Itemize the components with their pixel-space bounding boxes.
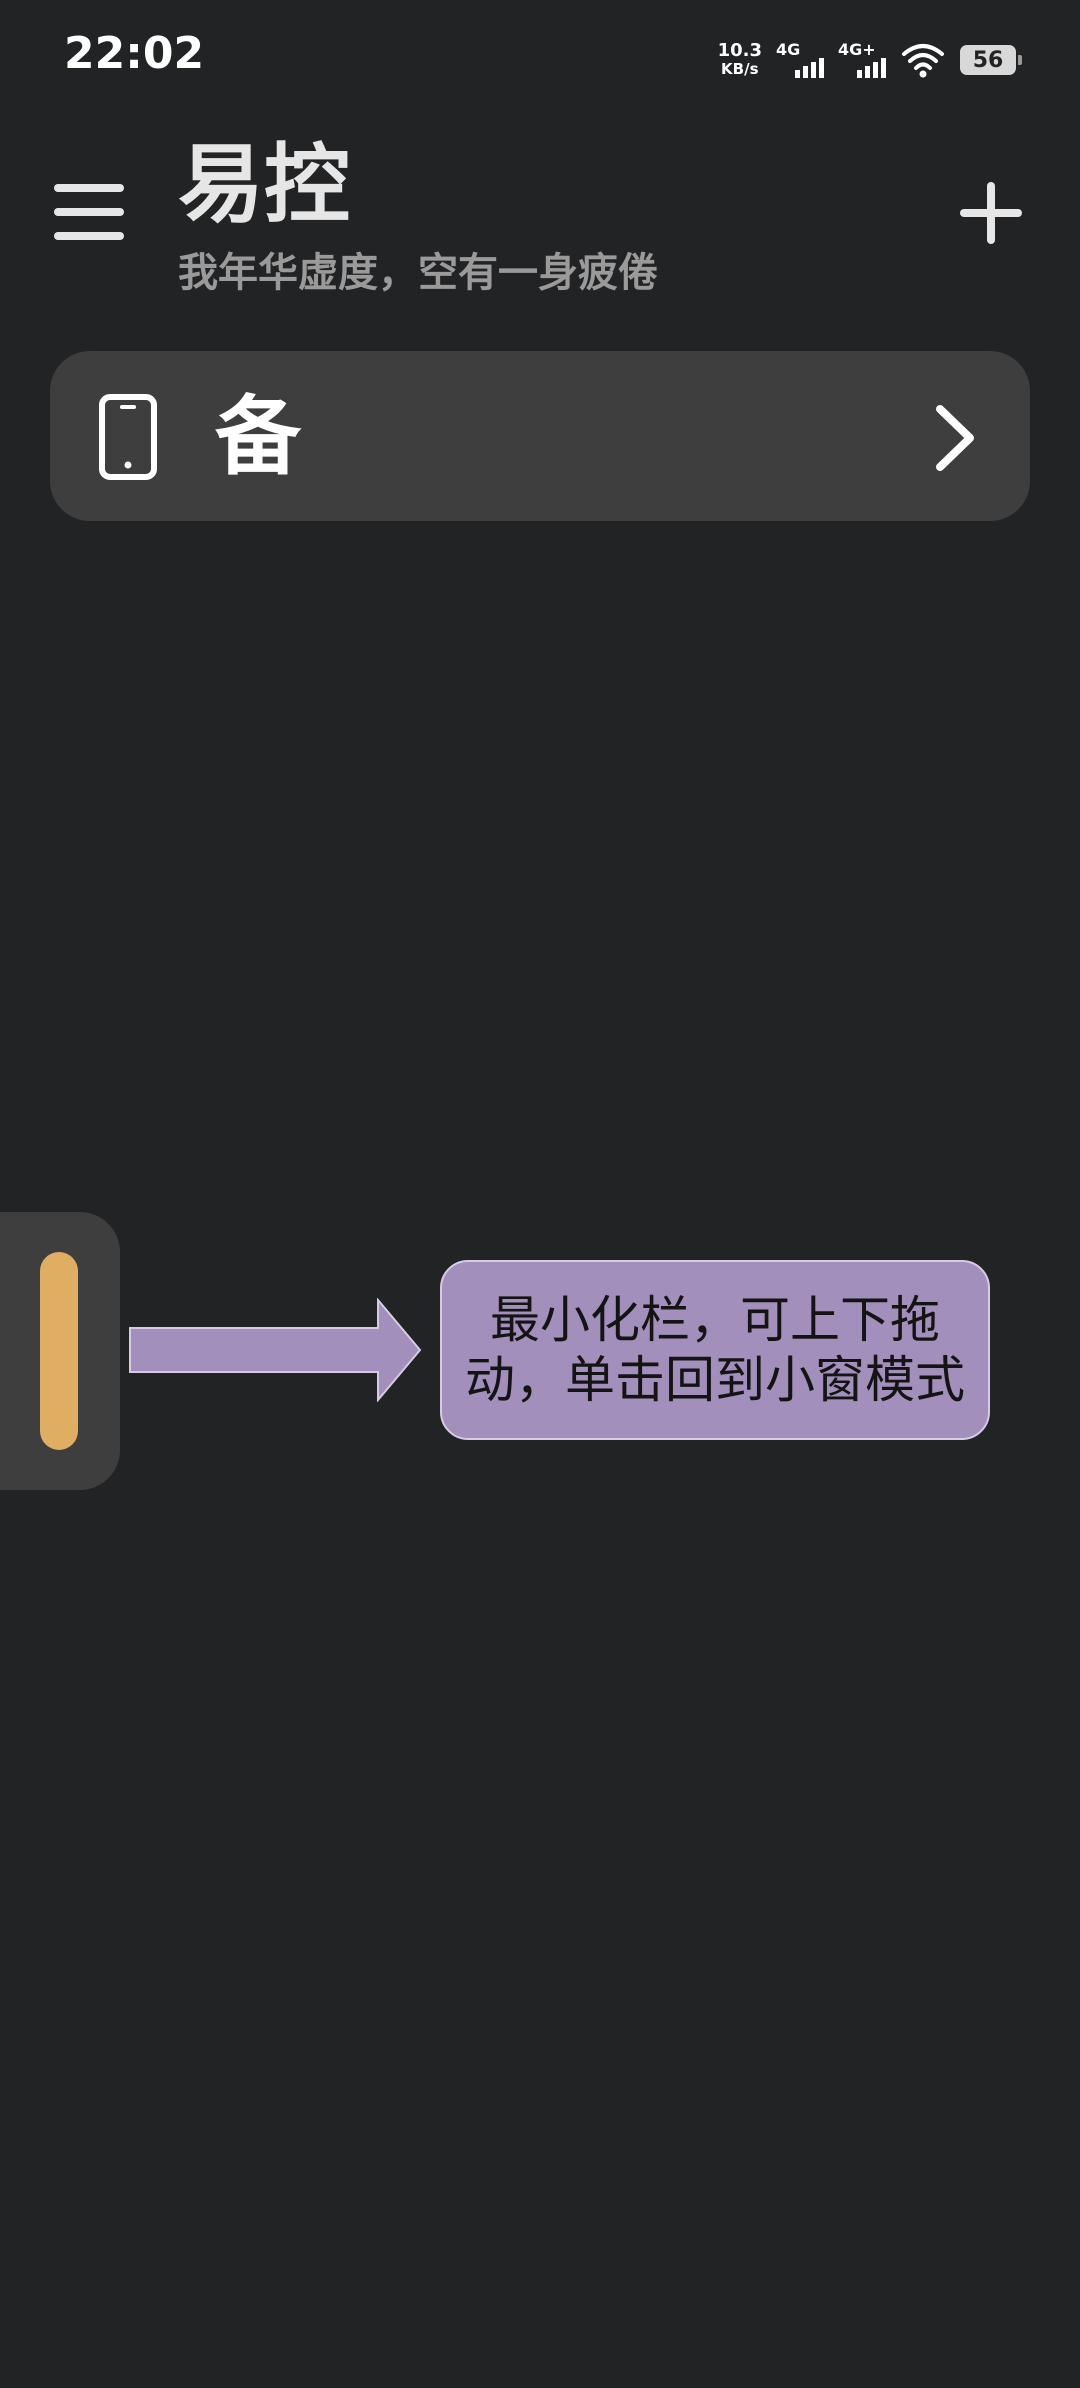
network-speed: 10.3 KB/s: [717, 40, 762, 79]
device-list-item[interactable]: 备: [50, 351, 1030, 521]
status-indicators: 10.3 KB/s 4G 4G+ 56: [717, 36, 1022, 84]
annotation-text: 最小化栏，可上下拖动，单击回到小窗模式: [465, 1292, 965, 1408]
annotation-callout: 最小化栏，可上下拖动，单击回到小窗模式: [440, 1260, 990, 1440]
battery-icon: 56: [960, 45, 1022, 75]
sim1-signal-icon: 4G: [776, 40, 824, 80]
network-speed-value: 10.3: [717, 40, 762, 61]
plus-icon[interactable]: [956, 178, 1026, 248]
status-bar: 22:02 10.3 KB/s 4G 4G+ 56: [0, 0, 1080, 120]
sim2-network-type: 4G+: [838, 40, 876, 59]
page-title: 易控: [178, 135, 350, 235]
arrow-right-icon: [129, 1298, 422, 1402]
page-subtitle: 我年华虚度，空有一身疲倦: [178, 250, 658, 296]
wifi-icon: [902, 44, 944, 78]
device-name: 备: [215, 387, 301, 487]
sim1-network-type: 4G: [776, 40, 801, 59]
battery-level: 56: [972, 47, 1004, 73]
minimized-bar-handle[interactable]: [40, 1252, 78, 1450]
minimized-bar[interactable]: [0, 1212, 120, 1490]
chevron-right-icon: [936, 405, 974, 471]
phone-icon: [99, 394, 157, 480]
status-time: 22:02: [64, 28, 205, 79]
sim2-signal-icon: 4G+: [838, 40, 886, 80]
network-speed-unit: KB/s: [721, 60, 759, 78]
menu-icon[interactable]: [54, 182, 124, 242]
